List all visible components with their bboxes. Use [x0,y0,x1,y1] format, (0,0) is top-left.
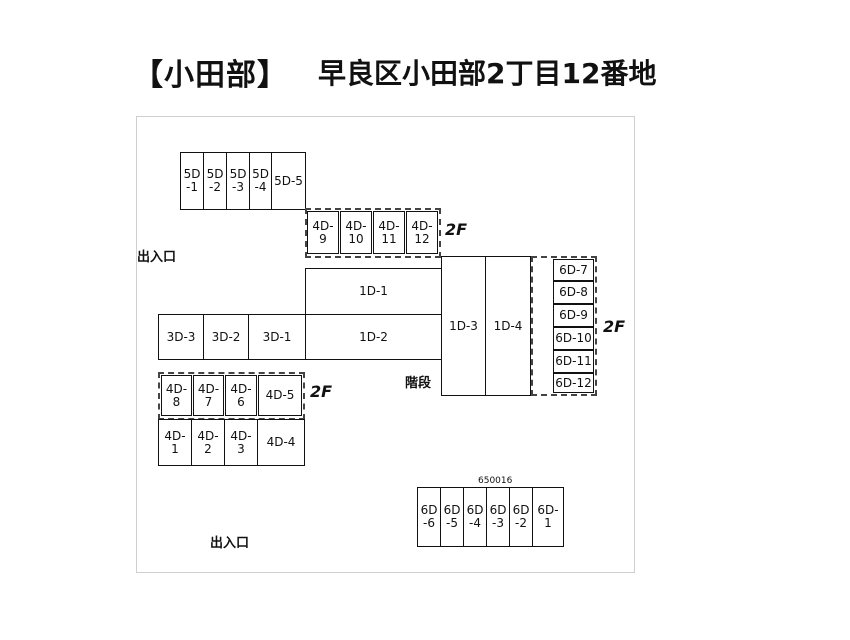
stall-1d-1[interactable]: 1D-1 [305,268,442,315]
stall-4d-4[interactable]: 4D-4 [257,419,305,466]
stall-6d-10[interactable]: 6D-10 [553,327,594,350]
stall-4d-6[interactable]: 4D- 6 [225,375,257,416]
stairs-label: 階段 [405,376,432,391]
stall-4d-9[interactable]: 4D- 9 [307,211,339,254]
stall-4d-7[interactable]: 4D- 7 [193,375,224,416]
stall-6d-3[interactable]: 6D -3 [486,487,510,547]
stall-6d-12[interactable]: 6D-12 [553,373,594,393]
floor2-label: 2F [445,220,468,239]
stall-4d-2[interactable]: 4D- 2 [191,419,225,466]
stall-1d-2[interactable]: 1D-2 [305,314,442,360]
stall-6d-11[interactable]: 6D-11 [553,350,594,373]
stall-4d-11[interactable]: 4D- 11 [373,211,405,254]
stall-3d-2[interactable]: 3D-2 [203,314,249,360]
stall-6d-6[interactable]: 6D -6 [417,487,441,547]
floor2-label: 2F [310,382,333,401]
stall-6d-5[interactable]: 6D -5 [440,487,464,547]
stall-6d-2[interactable]: 6D -2 [509,487,533,547]
stall-6d-4[interactable]: 6D -4 [463,487,487,547]
address-label: 早良区小田部2丁目12番地 [318,57,657,90]
stall-5d-3[interactable]: 5D -3 [226,152,250,210]
stall-3d-3[interactable]: 3D-3 [158,314,204,360]
stall-6d-8[interactable]: 6D-8 [553,281,594,304]
stall-5d-4[interactable]: 5D -4 [249,152,272,210]
stall-1d-3[interactable]: 1D-3 [441,256,486,396]
stall-4d-3[interactable]: 4D- 3 [224,419,258,466]
stall-6d-9[interactable]: 6D-9 [553,304,594,327]
stall-5d-1[interactable]: 5D -1 [180,152,204,210]
floor2-zone-6d [531,256,597,396]
stall-5d-2[interactable]: 5D -2 [203,152,227,210]
stall-1d-4[interactable]: 1D-4 [485,256,531,396]
floor2-label: 2F [603,317,626,336]
stall-4d-5[interactable]: 4D-5 [258,375,302,416]
code-label: 650016 [478,476,513,486]
page-title: 【小田部】 [133,58,288,93]
floor2-zone-4d-top [305,208,441,258]
stall-6d-7[interactable]: 6D-7 [553,259,594,281]
entrance-label: 出入口 [210,536,250,551]
entrance-label: 出入口 [137,250,177,265]
stall-4d-1[interactable]: 4D- 1 [158,419,192,466]
stall-6d-1[interactable]: 6D- 1 [532,487,564,547]
stall-5d-5[interactable]: 5D-5 [271,152,306,210]
stall-4d-8[interactable]: 4D- 8 [161,375,192,416]
stall-4d-10[interactable]: 4D- 10 [340,211,372,254]
stall-3d-1[interactable]: 3D-1 [248,314,306,360]
stall-4d-12[interactable]: 4D- 12 [406,211,438,254]
